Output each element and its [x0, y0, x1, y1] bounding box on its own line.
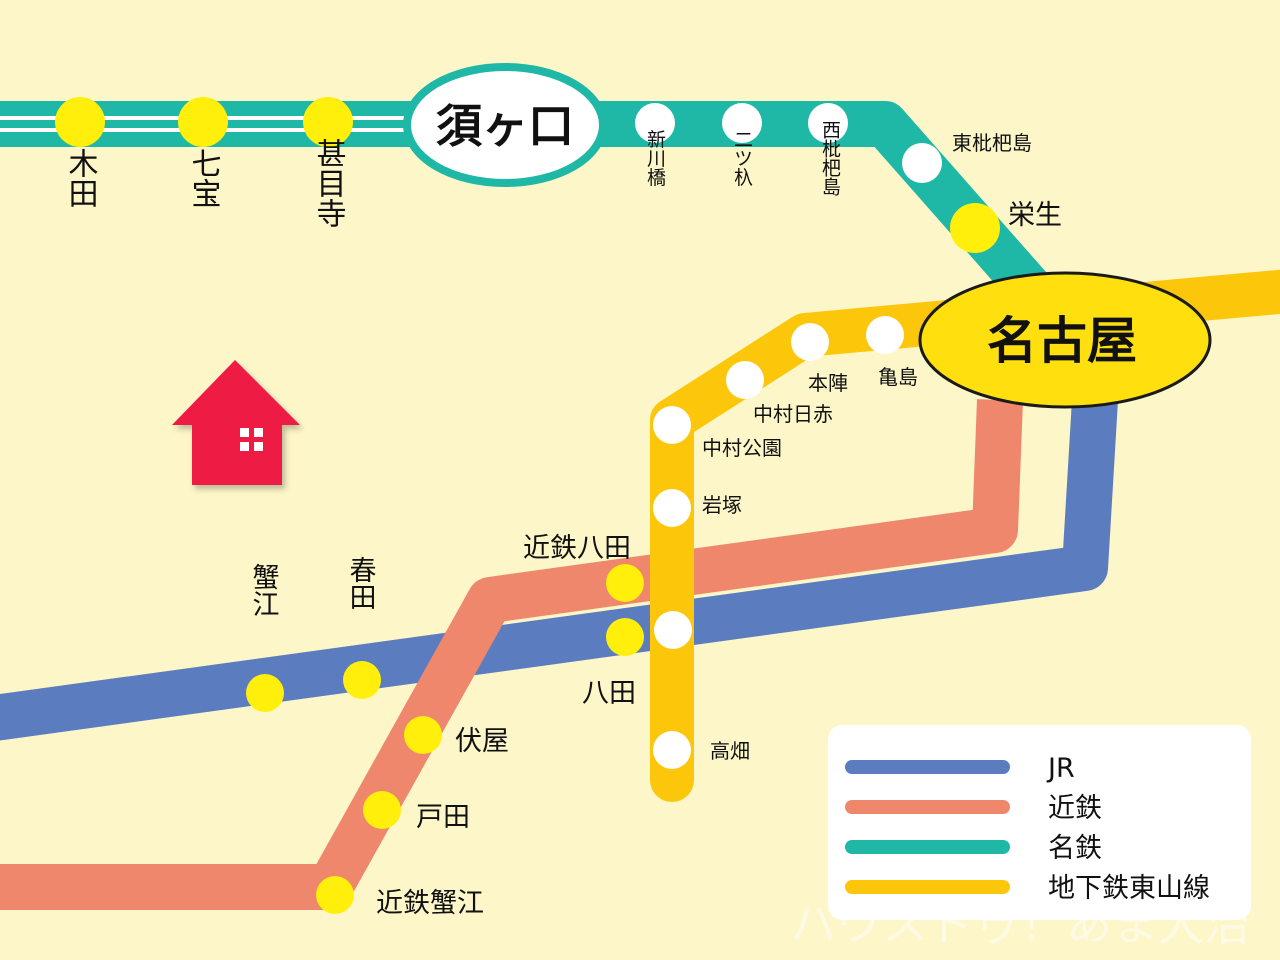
label-iwatsuka: 岩塚 [702, 493, 742, 517]
station-jimokuji [303, 97, 353, 147]
hub-nagoya-label: 名古屋 [987, 312, 1137, 370]
label-takabata: 高畑 [710, 739, 750, 763]
station-kamejima [866, 316, 904, 354]
station-toda [363, 791, 401, 829]
label-higashibiwajima: 東枇杷島 [952, 131, 1032, 155]
label-kanie: 蟹江 [248, 563, 280, 617]
label-haruta: 春田 [345, 556, 377, 610]
label-nakamura-nisseki: 中村日赤 [753, 402, 833, 426]
station-shichiho [178, 97, 228, 147]
legend-label: 地下鉄東山線 [1048, 873, 1210, 904]
station-honjin [791, 323, 829, 361]
label-sakou: 栄生 [1008, 200, 1062, 231]
station-sakou [950, 203, 1000, 253]
label-jimokuji: 甚目寺 [311, 138, 346, 228]
label-kintetsu-kanie: 近鉄蟹江 [376, 888, 484, 919]
label-kintetsu-hatta: 近鉄八田 [523, 533, 631, 564]
label-nishibiwajima: 西枇杷島 [819, 120, 841, 197]
hub-sukaguchi: 須ヶ口 [403, 63, 607, 187]
legend-label: 近鉄 [1048, 793, 1102, 824]
label-fushiya: 伏屋 [455, 726, 509, 757]
station-higashibiwajima [902, 143, 942, 183]
label-futatsuiri: 二ツ杁 [731, 130, 753, 187]
station-nakamura-koen [653, 406, 691, 444]
legend-label: JR [1046, 753, 1075, 784]
station-iwatsuka [653, 489, 691, 527]
house-icon [172, 360, 300, 485]
label-toda: 戸田 [416, 802, 470, 833]
label-honjin: 本陣 [808, 371, 848, 395]
station-fushiya [404, 716, 442, 754]
station-kintetsu-kanie [316, 876, 354, 914]
station-higashiyama-hatta [654, 611, 692, 649]
kintetsu-line [0, 399, 1023, 910]
watermark: ハウスドゥ！あま大治 [790, 897, 1250, 951]
station-nishibiwajima [808, 103, 848, 143]
station-kida [55, 97, 105, 147]
label-jr-hatta: 八田 [582, 678, 636, 709]
station-haruta [343, 661, 381, 699]
station-shinkawabashi [635, 103, 675, 143]
label-shinkawabashi: 新川橋 [644, 129, 666, 187]
label-kamejima: 亀島 [878, 365, 918, 389]
label-shichiho: 七宝 [186, 148, 221, 208]
hub-nagoya: 名古屋 [918, 271, 1212, 409]
station-kintetsu-hatta [606, 564, 644, 602]
station-takabata [653, 731, 691, 769]
label-kida: 木田 [63, 148, 99, 208]
legend-label: 名鉄 [1048, 833, 1102, 864]
label-nakamura-koen: 中村公園 [702, 436, 782, 460]
station-nakamura-nisseki [726, 361, 764, 399]
hub-sukaguchi-label: 須ヶ口 [436, 99, 574, 153]
station-futatsuiri [722, 103, 762, 143]
station-kanie [246, 674, 284, 712]
station-jr-hatta [606, 618, 644, 656]
